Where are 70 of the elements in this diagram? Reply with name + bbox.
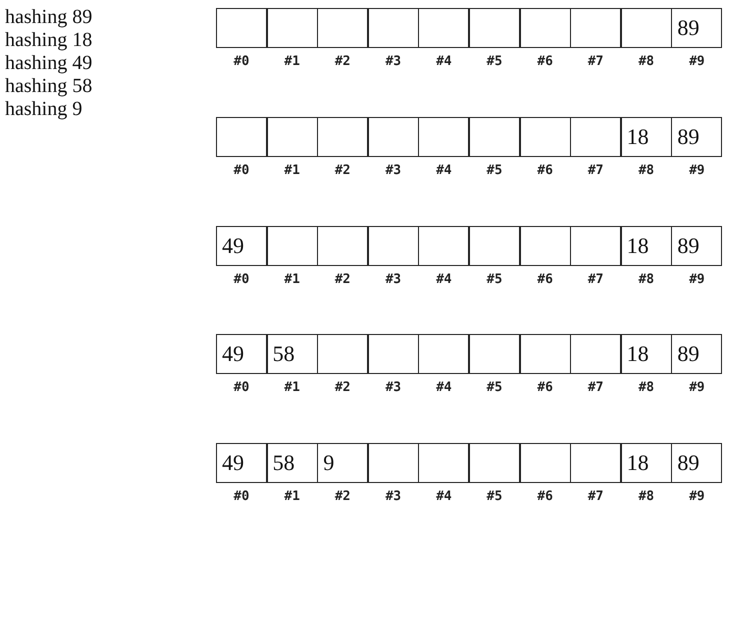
index-label: #1 (283, 54, 301, 69)
index-label: #6 (536, 163, 554, 178)
index-label: #2 (334, 54, 352, 69)
index-label: #7 (586, 54, 605, 69)
value-cell: 18 (620, 443, 672, 483)
value-cell: 18 (620, 226, 672, 266)
index-label: #4 (435, 272, 453, 287)
index-label: #0 (232, 54, 250, 69)
index-label: #3 (384, 272, 402, 287)
value-cell: 9 (317, 443, 368, 483)
index-label: #5 (486, 272, 504, 287)
step-text: hashing 49 (5, 52, 92, 74)
index-label: #4 (435, 489, 453, 504)
index-label: #1 (283, 163, 301, 178)
index-label: #0 (232, 163, 250, 178)
step-text: hashing 9 (5, 98, 82, 120)
step-text: hashing 58 (5, 75, 92, 97)
value-cell: 58 (266, 443, 318, 483)
index-label: #9 (688, 489, 706, 504)
value-cell: 49 (216, 334, 267, 374)
index-label: #9 (688, 54, 706, 69)
index-label: #0 (232, 489, 250, 504)
index-label: #4 (435, 380, 453, 395)
index-label: #9 (688, 163, 706, 178)
index-label: #5 (486, 54, 504, 69)
index-label: #7 (586, 163, 605, 178)
index-label: #7 (586, 489, 605, 504)
value-cell: 89 (671, 443, 722, 483)
index-label: #1 (283, 489, 301, 504)
value-cell: 89 (671, 8, 722, 48)
value-cell: 49 (216, 226, 267, 266)
index-label: #3 (384, 380, 402, 395)
index-label: #5 (486, 380, 504, 395)
value-cell: 18 (620, 334, 672, 374)
index-label: #2 (334, 272, 352, 287)
step-text: hashing 89 (5, 6, 92, 28)
value-cell: 58 (266, 334, 318, 374)
index-label: #6 (536, 54, 554, 69)
index-label: #2 (334, 163, 352, 178)
index-label: #6 (536, 489, 554, 504)
index-label: #9 (688, 380, 706, 395)
index-label: #0 (232, 272, 250, 287)
index-label: #8 (637, 380, 656, 395)
index-label: #8 (637, 272, 656, 287)
index-label: #8 (637, 54, 656, 69)
index-label: #9 (688, 272, 706, 287)
index-label: #4 (435, 163, 453, 178)
index-label: #5 (486, 489, 504, 504)
index-label: #8 (637, 163, 656, 178)
step-text: hashing 18 (5, 29, 92, 51)
index-label: #2 (334, 489, 352, 504)
index-label: #6 (536, 380, 554, 395)
index-label: #7 (586, 272, 605, 287)
index-label: #2 (334, 380, 352, 395)
value-cell: 89 (671, 334, 722, 374)
index-label: #1 (283, 380, 301, 395)
value-cell: 49 (216, 443, 267, 483)
index-label: #1 (283, 272, 301, 287)
index-label: #4 (435, 54, 453, 69)
index-label: #5 (486, 163, 504, 178)
index-label: #3 (384, 163, 402, 178)
value-cell: 89 (671, 117, 722, 157)
index-label: #3 (384, 489, 402, 504)
index-label: #0 (232, 380, 250, 395)
index-label: #7 (586, 380, 605, 395)
index-label: #3 (384, 54, 402, 69)
index-label: #6 (536, 272, 554, 287)
value-cell: 89 (671, 226, 722, 266)
value-cell: 18 (620, 117, 672, 157)
index-label: #8 (637, 489, 656, 504)
